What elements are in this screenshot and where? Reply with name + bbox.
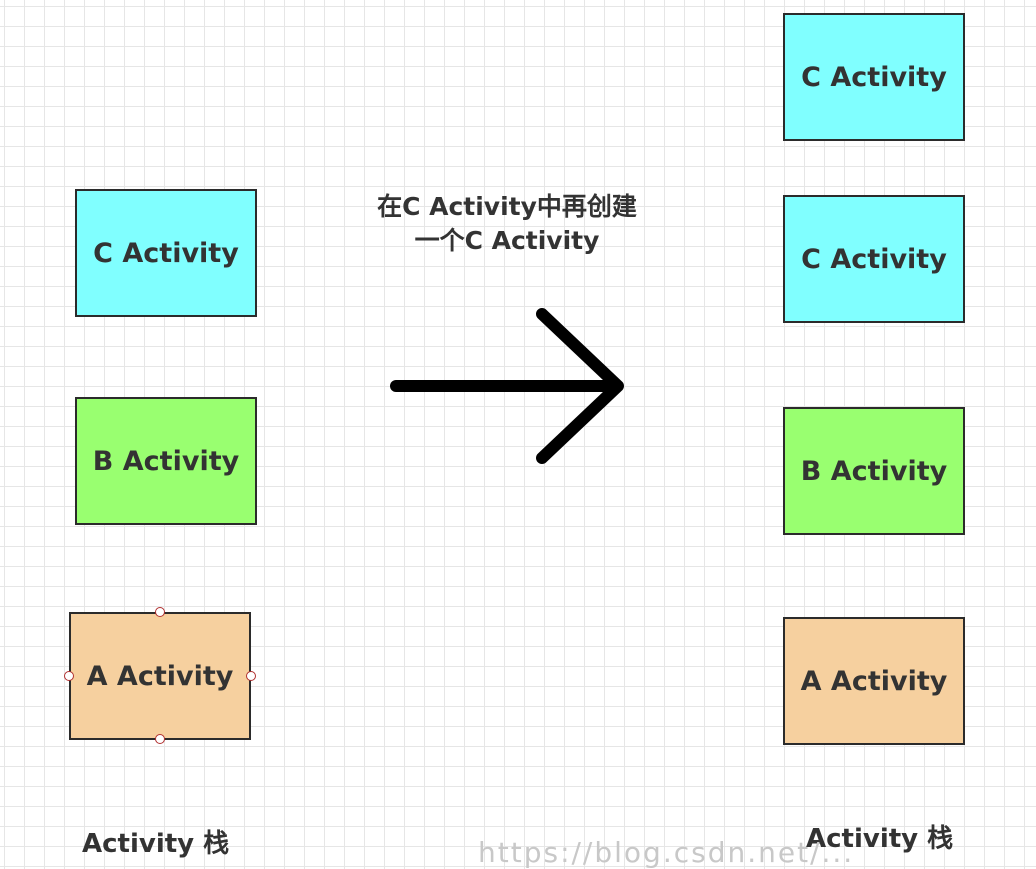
transition-caption-line-2: 一个C Activity bbox=[414, 226, 600, 255]
right-a-activity-box[interactable]: A Activity bbox=[783, 617, 965, 745]
right-stack-label: Activity 栈 bbox=[806, 824, 954, 854]
right-arrow-icon bbox=[390, 308, 624, 464]
selection-handle-top[interactable] bbox=[155, 607, 165, 617]
left-a-activity-box[interactable]: A Activity bbox=[69, 612, 251, 740]
right-b-activity-box[interactable]: B Activity bbox=[783, 407, 965, 535]
right-c-activity-box-top[interactable]: C Activity bbox=[783, 13, 965, 141]
selection-handle-bottom[interactable] bbox=[155, 734, 165, 744]
selection-handle-left[interactable] bbox=[64, 671, 74, 681]
left-b-activity-box[interactable]: B Activity bbox=[75, 397, 257, 525]
left-c-activity-box[interactable]: C Activity bbox=[75, 189, 257, 317]
left-stack-label: Activity 栈 bbox=[82, 829, 230, 859]
right-c-activity-box[interactable]: C Activity bbox=[783, 195, 965, 323]
watermark-text: https://blog.csdn.net/... bbox=[478, 836, 855, 869]
selection-handle-right[interactable] bbox=[246, 671, 256, 681]
transition-caption-line-1: 在C Activity中再创建 bbox=[377, 192, 637, 221]
transition-caption: 在C Activity中再创建 一个C Activity bbox=[352, 190, 662, 258]
